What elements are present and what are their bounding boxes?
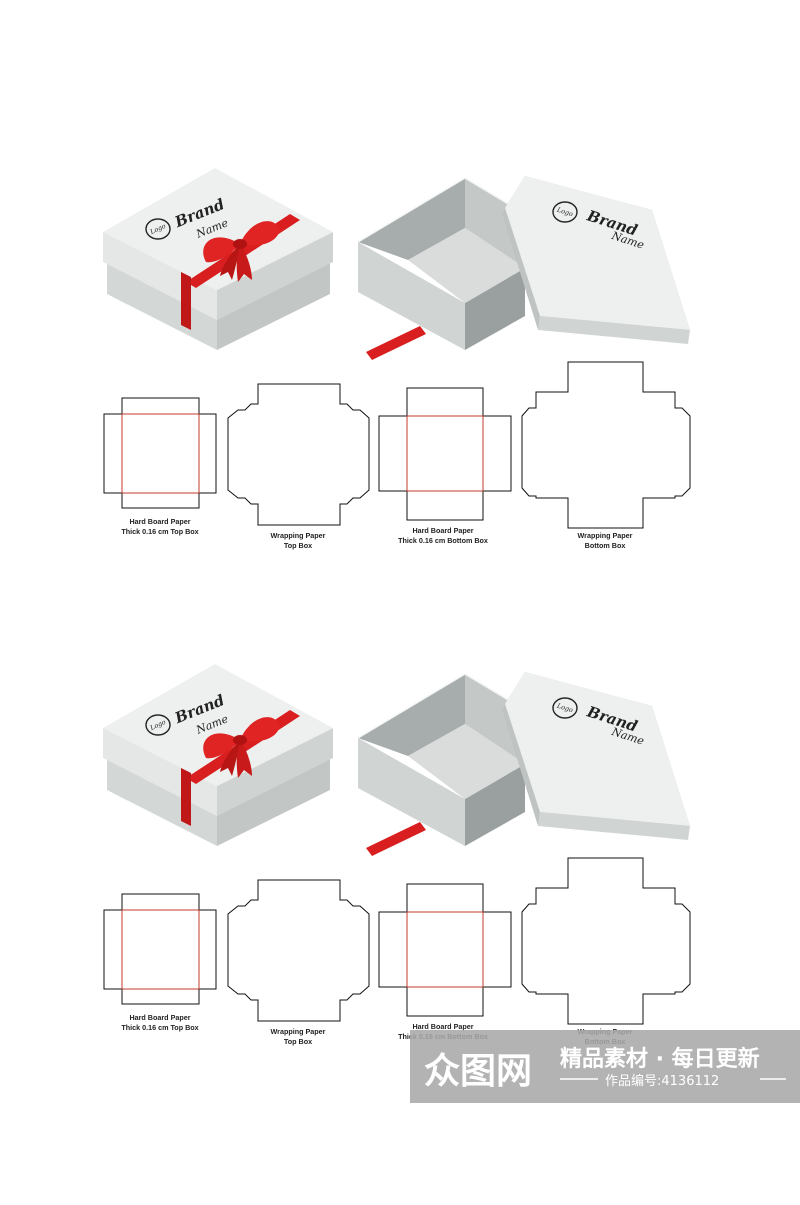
box-set-bottom: Logo Brand Name Logo Brand Name Hard Boa…	[103, 664, 691, 1046]
dieline-hard-board-bottom	[378, 387, 512, 521]
label-hard-bottom-2: Thick 0.16 cm Bottom Box	[398, 536, 488, 545]
label-hard-bottom-1: Hard Board Paper	[412, 1022, 473, 1031]
watermark-work-id: 作品编号:4136112	[605, 1074, 719, 1089]
logo-circle-icon	[552, 697, 578, 719]
label-wrap-bottom-2: Bottom Box	[585, 541, 626, 550]
label-hard-top-1: Hard Board Paper	[129, 1013, 190, 1022]
label-hard-top-2: Thick 0.16 cm Top Box	[121, 1023, 198, 1032]
open-gift-box	[357, 175, 691, 361]
dieline-wrapping-top	[227, 383, 370, 526]
dieline-hard-board-top	[103, 893, 217, 1005]
dieline-hard-board-bottom	[378, 883, 512, 1017]
watermark-tagline: 精品素材 · 每日更新	[560, 1046, 760, 1072]
label-wrap-top-1: Wrapping Paper	[271, 1027, 326, 1036]
logo-circle-icon	[145, 218, 171, 240]
label-hard-bottom-1: Hard Board Paper	[412, 526, 473, 535]
watermark-logo-text: 众图网	[424, 1051, 532, 1092]
box-set-top: Logo Brand Name Logo Brand Name Hard Boa…	[103, 168, 691, 550]
label-wrap-top-2: Top Box	[284, 541, 312, 550]
logo-circle-icon	[145, 714, 171, 736]
watermark-banner: 众图网 精品素材 · 每日更新 作品编号:4136112	[410, 1030, 800, 1103]
dieline-wrapping-bottom	[521, 857, 691, 1025]
label-hard-top-2: Thick 0.16 cm Top Box	[121, 527, 198, 536]
open-gift-box	[357, 671, 691, 857]
dieline-wrapping-bottom	[521, 361, 691, 529]
label-hard-top-1: Hard Board Paper	[129, 517, 190, 526]
dieline-wrapping-top	[227, 879, 370, 1022]
label-wrap-top-1: Wrapping Paper	[271, 531, 326, 540]
label-wrap-top-2: Top Box	[284, 1037, 312, 1046]
logo-circle-icon	[552, 201, 578, 223]
dieline-hard-board-top	[103, 397, 217, 509]
label-wrap-bottom-1: Wrapping Paper	[578, 531, 633, 540]
